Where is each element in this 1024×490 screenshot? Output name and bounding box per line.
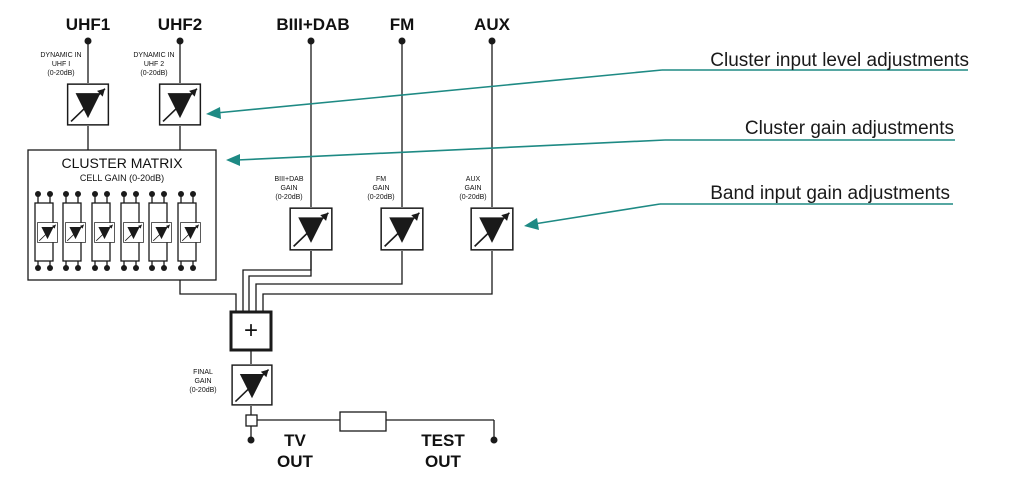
combiner-box [229,310,273,352]
svg-text:AUX: AUX [466,176,481,183]
svg-text:FINAL: FINAL [193,369,213,376]
cluster-cell-3 [91,191,115,271]
test-out-label: TEST OUT [421,431,465,471]
svg-text:(0-20dB): (0-20dB) [140,70,167,77]
input-label-uhf2: UHF2 [158,15,202,34]
cluster-matrix-subtitle: CELL GAIN (0-20dB) [80,173,164,183]
band-gain-aux-label: AUX GAIN (0-20dB) [459,176,486,201]
dynamic-in-uhf1-label: DYNAMIC IN UHF I (0-20dB) [40,52,81,77]
svg-text:OUT: OUT [277,452,314,471]
svg-text:GAIN: GAIN [372,185,389,192]
cluster-cell-5 [148,191,172,271]
cluster-cell-2 [62,191,86,271]
input-label-aux: AUX [474,15,511,34]
svg-text:OUT: OUT [425,452,462,471]
svg-text:(0-20dB): (0-20dB) [189,387,216,394]
svg-text:GAIN: GAIN [280,185,297,192]
attenuator-fm-icon [380,207,424,251]
svg-text:DYNAMIC IN: DYNAMIC IN [133,52,174,59]
attenuator-aux-icon [470,207,514,251]
band-gain-fm-label: FM GAIN (0-20dB) [367,176,394,201]
svg-text:GAIN: GAIN [194,378,211,385]
svg-text:(0-20dB): (0-20dB) [459,194,486,201]
input-label-fm: FM [390,15,415,34]
svg-text:TV: TV [284,431,306,450]
input-label-biii-dab: BIII+DAB [276,15,349,34]
final-gain-label: FINAL GAIN (0-20dB) [189,369,216,394]
svg-text:Band input gain adjustments: Band input gain adjustments [710,183,950,204]
annotation-cluster-gain: Cluster gain adjustments [226,118,955,166]
cluster-cell-1 [34,191,58,271]
cluster-cell-6 [177,191,201,271]
svg-text:(0-20dB): (0-20dB) [47,70,74,77]
cluster-matrix-title: CLUSTER MATRIX [61,155,183,171]
attenuator-uhf1-icon [66,83,110,126]
svg-text:BIII+DAB: BIII+DAB [275,176,304,183]
combiner-feed-wires [179,251,493,312]
svg-text:Cluster input level adjustment: Cluster input level adjustments [710,50,969,71]
svg-text:TEST: TEST [421,431,465,450]
band-gain-biii-dab-label: BIII+DAB GAIN (0-20dB) [275,176,304,201]
tv-out-label: TV OUT [277,431,314,471]
attenuator-biii-dab-icon [289,207,333,251]
svg-text:(0-20dB): (0-20dB) [367,194,394,201]
svg-text:UHF 2: UHF 2 [144,61,164,68]
annotation-cluster-input: Cluster input level adjustments [206,50,969,119]
input-label-uhf1: UHF1 [66,15,110,34]
combiner-plus-icon: + [244,317,258,344]
svg-text:UHF I: UHF I [52,61,70,68]
svg-text:DYNAMIC IN: DYNAMIC IN [40,52,81,59]
dynamic-in-uhf2-label: DYNAMIC IN UHF 2 (0-20dB) [133,52,174,77]
svg-text:FM: FM [376,176,386,183]
attenuator-final-icon [231,364,273,406]
svg-text:(0-20dB): (0-20dB) [275,194,302,201]
test-coupler-resistor [339,411,387,432]
svg-text:GAIN: GAIN [464,185,481,192]
cluster-cell-4 [120,191,144,271]
attenuator-uhf2-icon [158,83,202,126]
output-coupler-box [245,414,258,427]
svg-text:Cluster gain adjustments: Cluster gain adjustments [745,118,954,139]
cluster-cells [34,191,201,271]
test-out-terminal [490,436,498,444]
tv-out-terminal [247,436,255,444]
annotation-band-input: Band input gain adjustments [524,183,953,230]
